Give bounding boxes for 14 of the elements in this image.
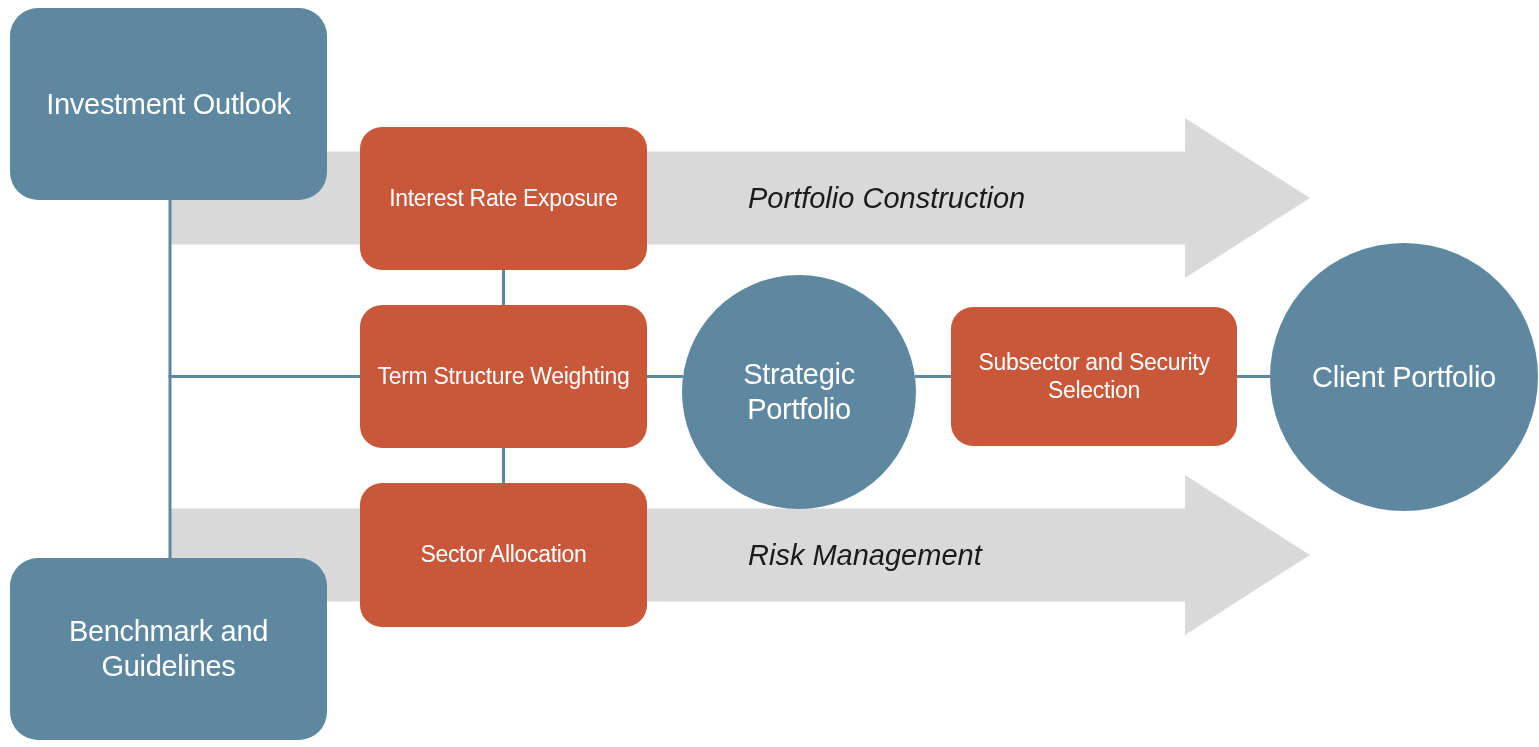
- connector-line: [647, 375, 684, 378]
- process-box: Subsector and Security Selection: [951, 307, 1237, 446]
- connector-line: [168, 375, 360, 558]
- portfolio-circle: Strategic Portfolio: [682, 275, 916, 509]
- input-box: Benchmark and Guidelines: [10, 558, 327, 740]
- band-label: Portfolio Construction: [748, 181, 1026, 215]
- portfolio-circle: Client Portfolio: [1270, 243, 1538, 511]
- connector-line: [914, 375, 951, 378]
- input-box: Investment Outlook: [10, 8, 327, 200]
- connector-line: [1237, 375, 1270, 378]
- band-label: Risk Management: [748, 538, 982, 572]
- connector-line: [502, 270, 505, 305]
- connector-line: [502, 448, 505, 483]
- process-box: Term Structure Weighting: [360, 305, 647, 448]
